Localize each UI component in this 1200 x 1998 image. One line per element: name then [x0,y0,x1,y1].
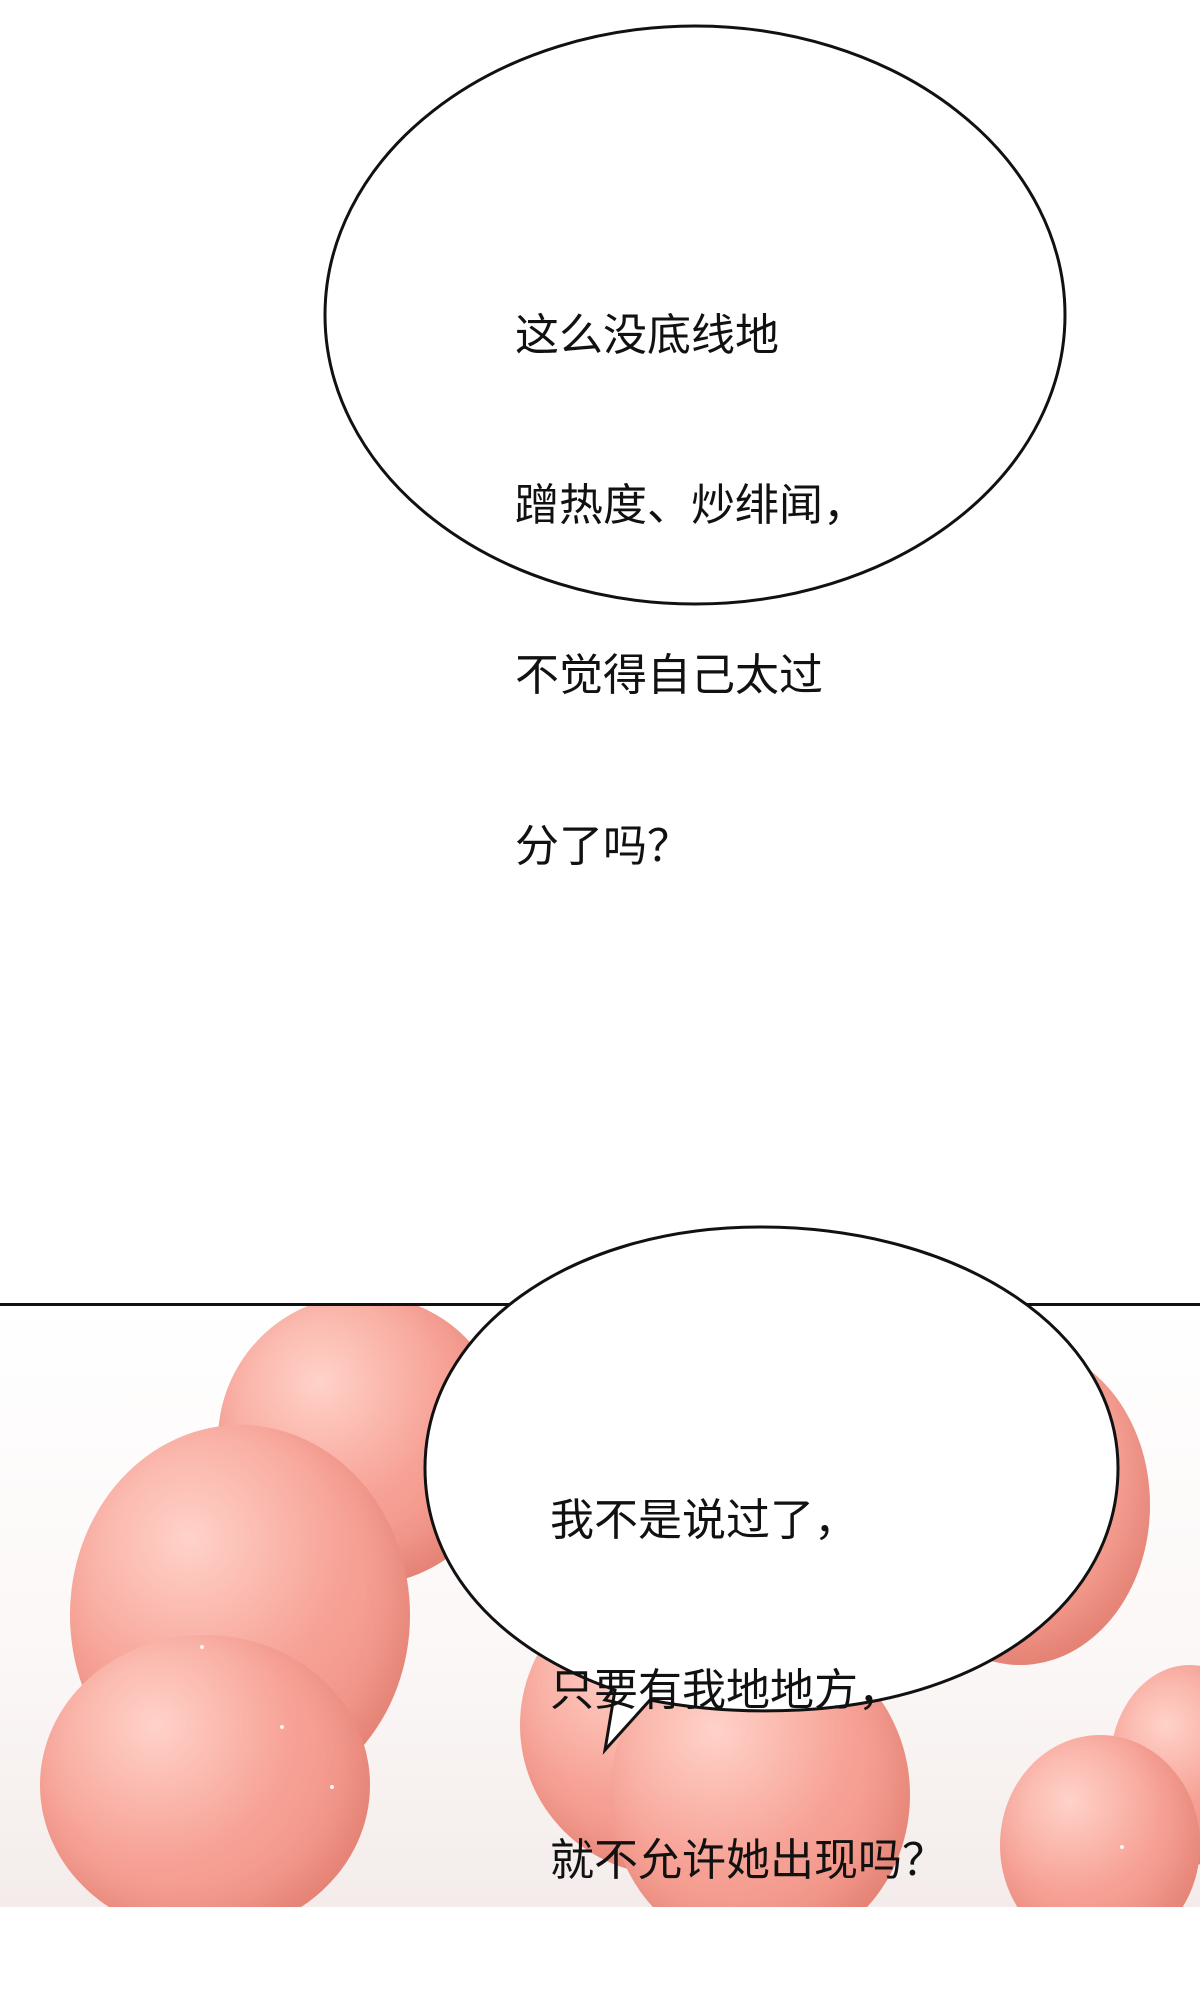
speech-bubble-bottom [423,1225,1120,1755]
dialogue-line: 分了吗？ [515,820,691,872]
sparkle [280,1725,284,1729]
dialogue-line: 蹭热度、炒绯闻， [515,480,867,532]
dialogue-line: 我不是说过了， [550,1495,858,1546]
speech-bubble-bottom-text: 我不是说过了， 只要有我地地方， 就不允许她出现吗？ [550,1385,946,1998]
sparkle [1120,1845,1124,1849]
sparkle [200,1645,204,1649]
sparkle [560,1865,564,1869]
sparkle [330,1785,334,1789]
comic-page: 这么没底线地 蹭热度、炒绯闻， 不觉得自己太过 分了吗？ 我不是说过了， 只要有… [0,24,1200,1907]
speech-bubble-top [323,24,1067,606]
speech-bubble-top-text: 这么没底线地 蹭热度、炒绯闻， 不觉得自己太过 分了吗？ [515,200,867,983]
balloon-left-front [40,1635,370,1907]
dialogue-line: 只要有我地地方， [550,1665,902,1717]
dialogue-line: 不觉得自己太过 [515,650,823,702]
dialogue-line: 就不允许她出现吗？ [550,1835,946,1887]
speech-bubbles-layer [323,24,1120,1755]
balloon-right-front [1000,1735,1200,1907]
dialogue-line: 这么没底线地 [515,310,779,361]
